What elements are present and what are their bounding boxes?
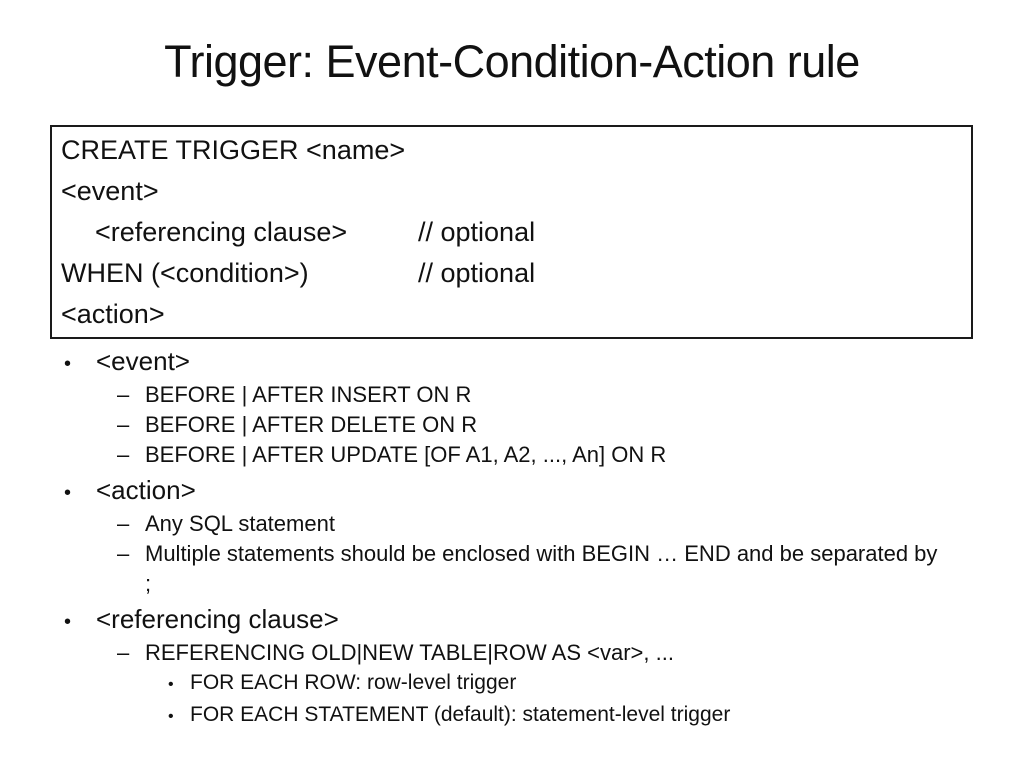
dash-icon: – <box>117 640 130 665</box>
list-item: • <event> <box>60 345 965 380</box>
list-item-text: <event> <box>96 346 190 376</box>
list-item-text: BEFORE | AFTER INSERT ON R <box>145 382 472 407</box>
list-item: • FOR EACH ROW: row-level trigger <box>168 668 965 700</box>
bullet-icon: • <box>64 611 72 633</box>
code-line: CREATE TRIGGER <name> <box>61 130 971 171</box>
bullet-list: •<event>–BEFORE | AFTER INSERT ON R–BEFO… <box>60 341 965 732</box>
code-line: <event> <box>61 171 971 212</box>
list-item: –Any SQL statement <box>117 509 965 539</box>
list-item: –BEFORE | AFTER DELETE ON R <box>117 410 965 440</box>
list-item-text: FOR EACH ROW: row-level trigger <box>190 671 517 694</box>
list-item-text: <referencing clause> <box>96 604 339 634</box>
code-comment: // optional <box>418 258 536 288</box>
code-line: WHEN (<condition>) // optional <box>61 253 971 294</box>
bullet-icon: • <box>64 353 72 375</box>
slide-title: Trigger: Event-Condition-Action rule <box>164 36 860 87</box>
code-line-text: CREATE TRIGGER <name> <box>61 135 406 165</box>
code-line-text: <event> <box>61 176 159 206</box>
dash-icon: – <box>117 442 130 467</box>
list-item-text: Any SQL statement <box>145 511 335 536</box>
code-line-text: WHEN (<condition>) <box>61 258 309 288</box>
list-item: • FOR EACH STATEMENT (default): statement… <box>168 700 965 732</box>
list-item-text: BEFORE | AFTER UPDATE [OF A1, A2, ..., A… <box>145 442 667 467</box>
dash-icon: – <box>117 382 130 407</box>
trigger-syntax-box: CREATE TRIGGER <name> <event> <referencing… <box>50 125 973 339</box>
bullet-icon: • <box>168 708 174 725</box>
dash-icon: – <box>117 511 130 536</box>
code-line-text: <referencing clause> <box>95 217 348 247</box>
list-item-text: <action> <box>96 475 196 505</box>
list-item: –Multiple statements should be enclosed … <box>117 539 965 599</box>
list-item-text: FOR EACH STATEMENT (default): statement-… <box>190 703 731 726</box>
list-item: • <action> <box>60 474 965 509</box>
code-lines: CREATE TRIGGER <name> <event> <referencing… <box>61 130 971 335</box>
dash-icon: – <box>117 412 130 437</box>
list-item-text: BEFORE | AFTER DELETE ON R <box>145 412 478 437</box>
list-item: –REFERENCING OLD|NEW TABLE|ROW AS <var>,… <box>117 638 965 668</box>
bullet-icon: • <box>64 482 72 504</box>
code-comment: // optional <box>418 217 536 247</box>
code-line-text: <action> <box>61 299 165 329</box>
list-item: –BEFORE | AFTER INSERT ON R <box>117 380 965 410</box>
bullet-icon: • <box>168 676 174 693</box>
list-item: –BEFORE | AFTER UPDATE [OF A1, A2, ..., … <box>117 440 965 470</box>
code-line: <referencing clause> // optional <box>61 212 971 253</box>
code-line: <action> <box>61 294 971 335</box>
list-item-text: Multiple statements should be enclosed w… <box>145 541 938 596</box>
list-item-text: REFERENCING OLD|NEW TABLE|ROW AS <var>, … <box>145 640 674 665</box>
dash-icon: – <box>117 541 130 566</box>
list-item: • <referencing clause> <box>60 603 965 638</box>
